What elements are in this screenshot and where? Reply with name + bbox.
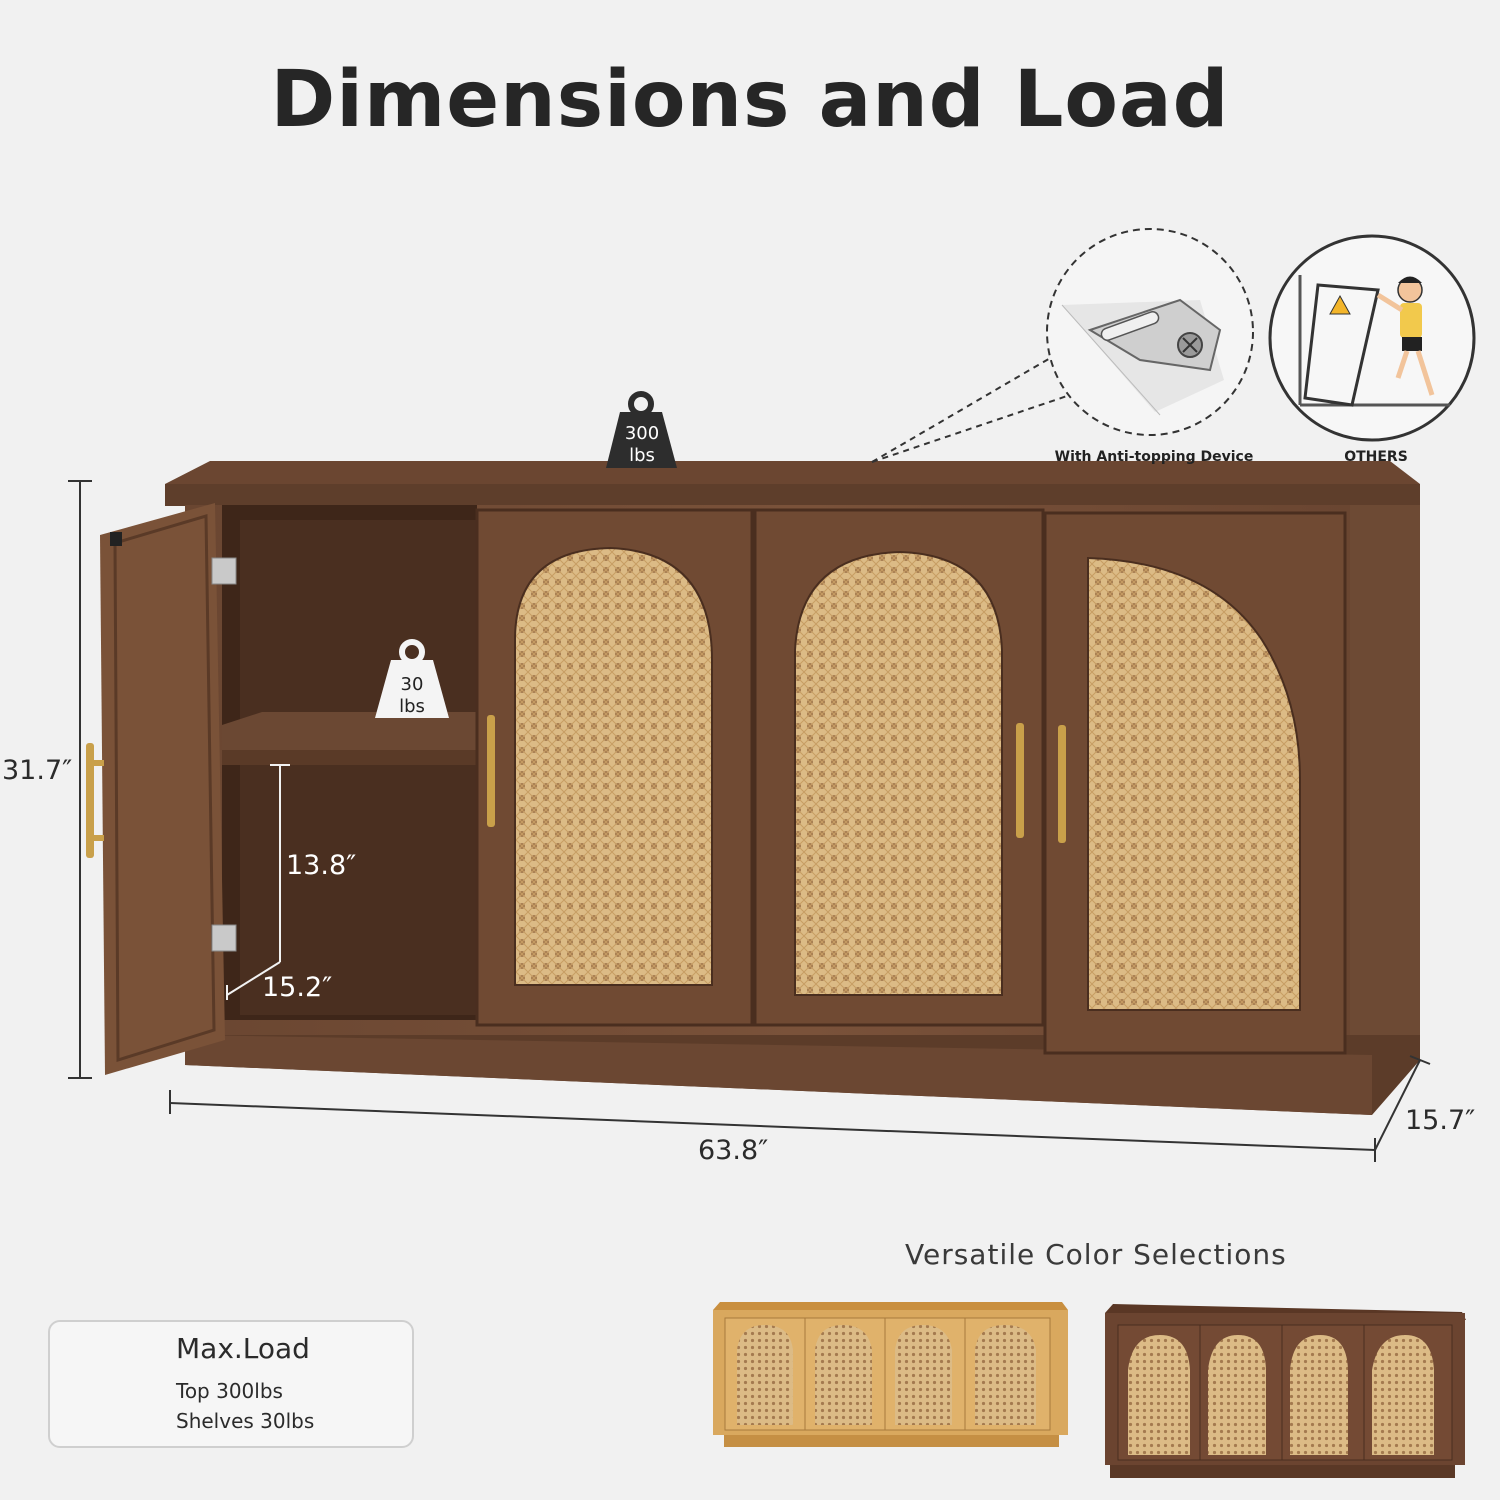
color-option-natural[interactable] [713,1302,1068,1447]
anti-tip-detail [1046,228,1254,436]
color-selections-title: Versatile Color Selections [905,1238,1287,1271]
closed-door-1 [475,508,754,1027]
others-illustration [1268,234,1476,442]
top-weight-icon [606,391,677,468]
max-load-top: Top 300lbs [176,1379,283,1403]
width-label: 63.8″ [698,1135,769,1166]
anti-tip-caption: With Anti-topping Device [1054,449,1254,465]
closed-door-3 [1043,511,1347,1055]
anti-tip-callout-lines [871,356,1071,463]
max-load-box: Max.Load Top 300lbs Shelves 30lbs [48,1320,414,1448]
height-label: 31.7″ [2,755,73,786]
max-load-heading: Max.Load [176,1332,310,1365]
open-door [100,503,225,1075]
bottom-hinge [211,924,237,952]
top-hinge [211,557,237,585]
height-dimension-line [68,480,92,1079]
max-load-shelves: Shelves 30lbs [176,1409,315,1433]
closed-door-2 [753,508,1045,1027]
depth-dimension-line [1374,1055,1431,1151]
shelf-weight-icon [375,639,449,718]
open-door-handle [86,743,94,858]
depth-label: 15.7″ [1405,1105,1476,1136]
others-caption: OTHERS [1344,449,1408,465]
shelf-dimension-lines [226,764,290,1000]
shelf-height-label: 13.8″ [286,850,357,881]
shelf-depth-label: 15.2″ [262,972,333,1003]
page-title: Dimensions and Load [270,55,1230,145]
color-option-walnut[interactable] [1105,1304,1466,1478]
